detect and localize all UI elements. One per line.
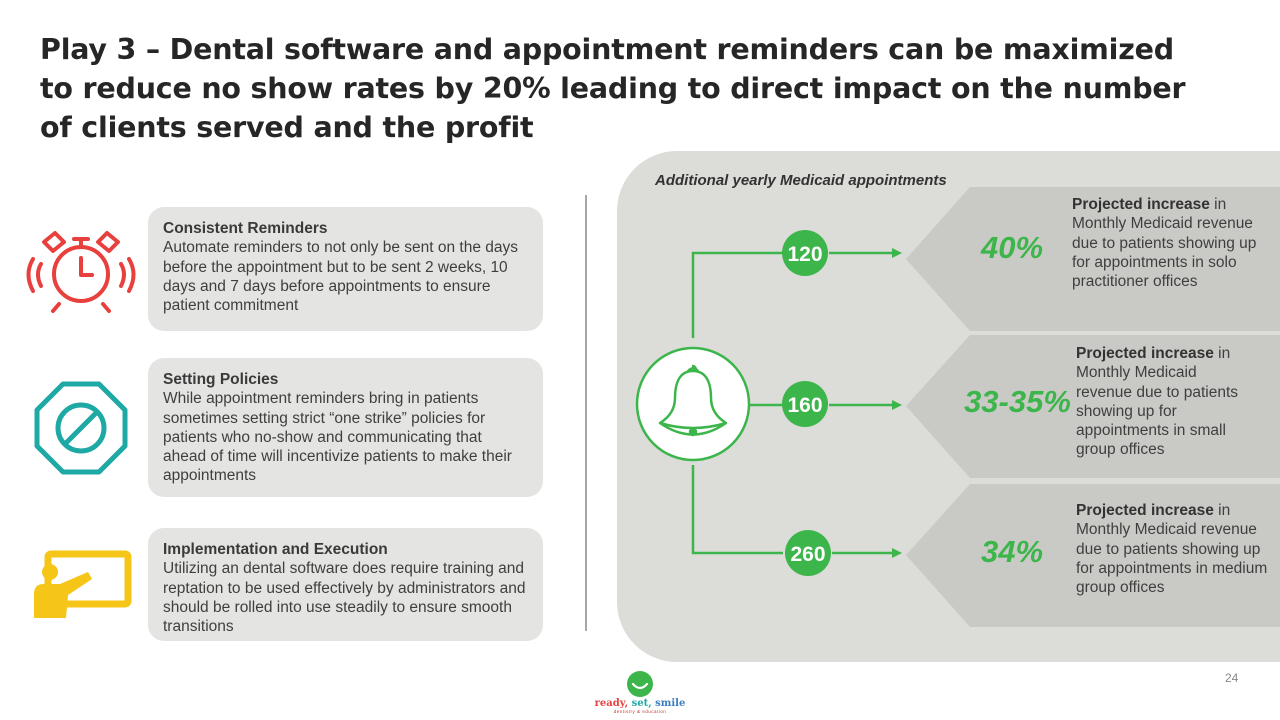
- logo-tagline: dentistry & education: [613, 709, 667, 714]
- description-text: in Monthly Medicaid revenue due to patie…: [1072, 196, 1257, 291]
- bell-icon: [658, 364, 728, 437]
- description-2: Projected increase in Monthly Medicaid r…: [1076, 344, 1246, 460]
- no-sign-icon: [34, 381, 128, 475]
- connector-bottom: [691, 465, 783, 555]
- appointments-circle-1: [782, 230, 828, 276]
- percent-value-1: 40%: [980, 230, 1044, 265]
- logo-word-ready: ready,: [594, 698, 629, 709]
- arrow-band-1: [906, 187, 1280, 331]
- appointments-value-2: 160: [787, 394, 822, 417]
- percent-value-3: 34%: [980, 534, 1044, 569]
- appointments-circle-2: [782, 381, 828, 427]
- description-1: Projected increase in Monthly Medicaid r…: [1072, 195, 1272, 291]
- logo-word-set: set,: [631, 698, 652, 709]
- appointments-value-1: 120: [787, 243, 822, 266]
- page-number: 24: [1225, 671, 1239, 685]
- card-setting-policies: Setting Policies While appointment remin…: [148, 358, 543, 497]
- description-bold: Projected increase: [1076, 502, 1214, 519]
- arrowhead-1: [892, 248, 902, 258]
- ready-set-smile-logo: ready, set, smile dentistry & education: [590, 668, 690, 716]
- card-heading: Implementation and Execution: [163, 541, 388, 558]
- vertical-divider: [585, 195, 587, 631]
- arrowhead-3: [892, 548, 902, 558]
- card-text: Automate reminders to not only be sent o…: [163, 239, 518, 315]
- presenter-board-icon: [34, 550, 132, 618]
- description-bold: Projected increase: [1072, 196, 1210, 213]
- alarm-clock-icon: [26, 231, 136, 313]
- arrow-band-3: [906, 484, 1280, 627]
- description-3: Projected increase in Monthly Medicaid r…: [1076, 501, 1276, 597]
- arrowhead-2: [892, 400, 902, 410]
- smile-logo-icon: [627, 671, 653, 697]
- panel-label: Additional yearly Medicaid appointments: [655, 172, 947, 189]
- logo-wordmark: ready, set, smile: [590, 698, 690, 709]
- slide-title: Play 3 – Dental software and appointment…: [40, 33, 1186, 144]
- bell-circle: [635, 346, 751, 462]
- card-heading: Setting Policies: [163, 371, 279, 388]
- card-text: Utilizing an dental software does requir…: [163, 560, 526, 636]
- arrow-band-2: [906, 335, 1280, 478]
- percent-value-2: 33-35%: [964, 384, 1071, 419]
- description-text: in Monthly Medicaid revenue due to patie…: [1076, 502, 1268, 597]
- card-consistent-reminders: Consistent Reminders Automate reminders …: [148, 207, 543, 331]
- appointments-value-3: 260: [790, 543, 825, 566]
- logo-word-smile: smile: [655, 698, 686, 709]
- description-text: in Monthly Medicaid revenue due to patie…: [1076, 345, 1239, 459]
- description-bold: Projected increase: [1076, 345, 1214, 362]
- card-heading: Consistent Reminders: [163, 220, 328, 237]
- card-text: While appointment reminders bring in pat…: [163, 390, 512, 485]
- appointments-circle-3: [785, 530, 831, 576]
- connector-top: [691, 251, 783, 338]
- card-implementation-execution: Implementation and Execution Utilizing a…: [148, 528, 543, 641]
